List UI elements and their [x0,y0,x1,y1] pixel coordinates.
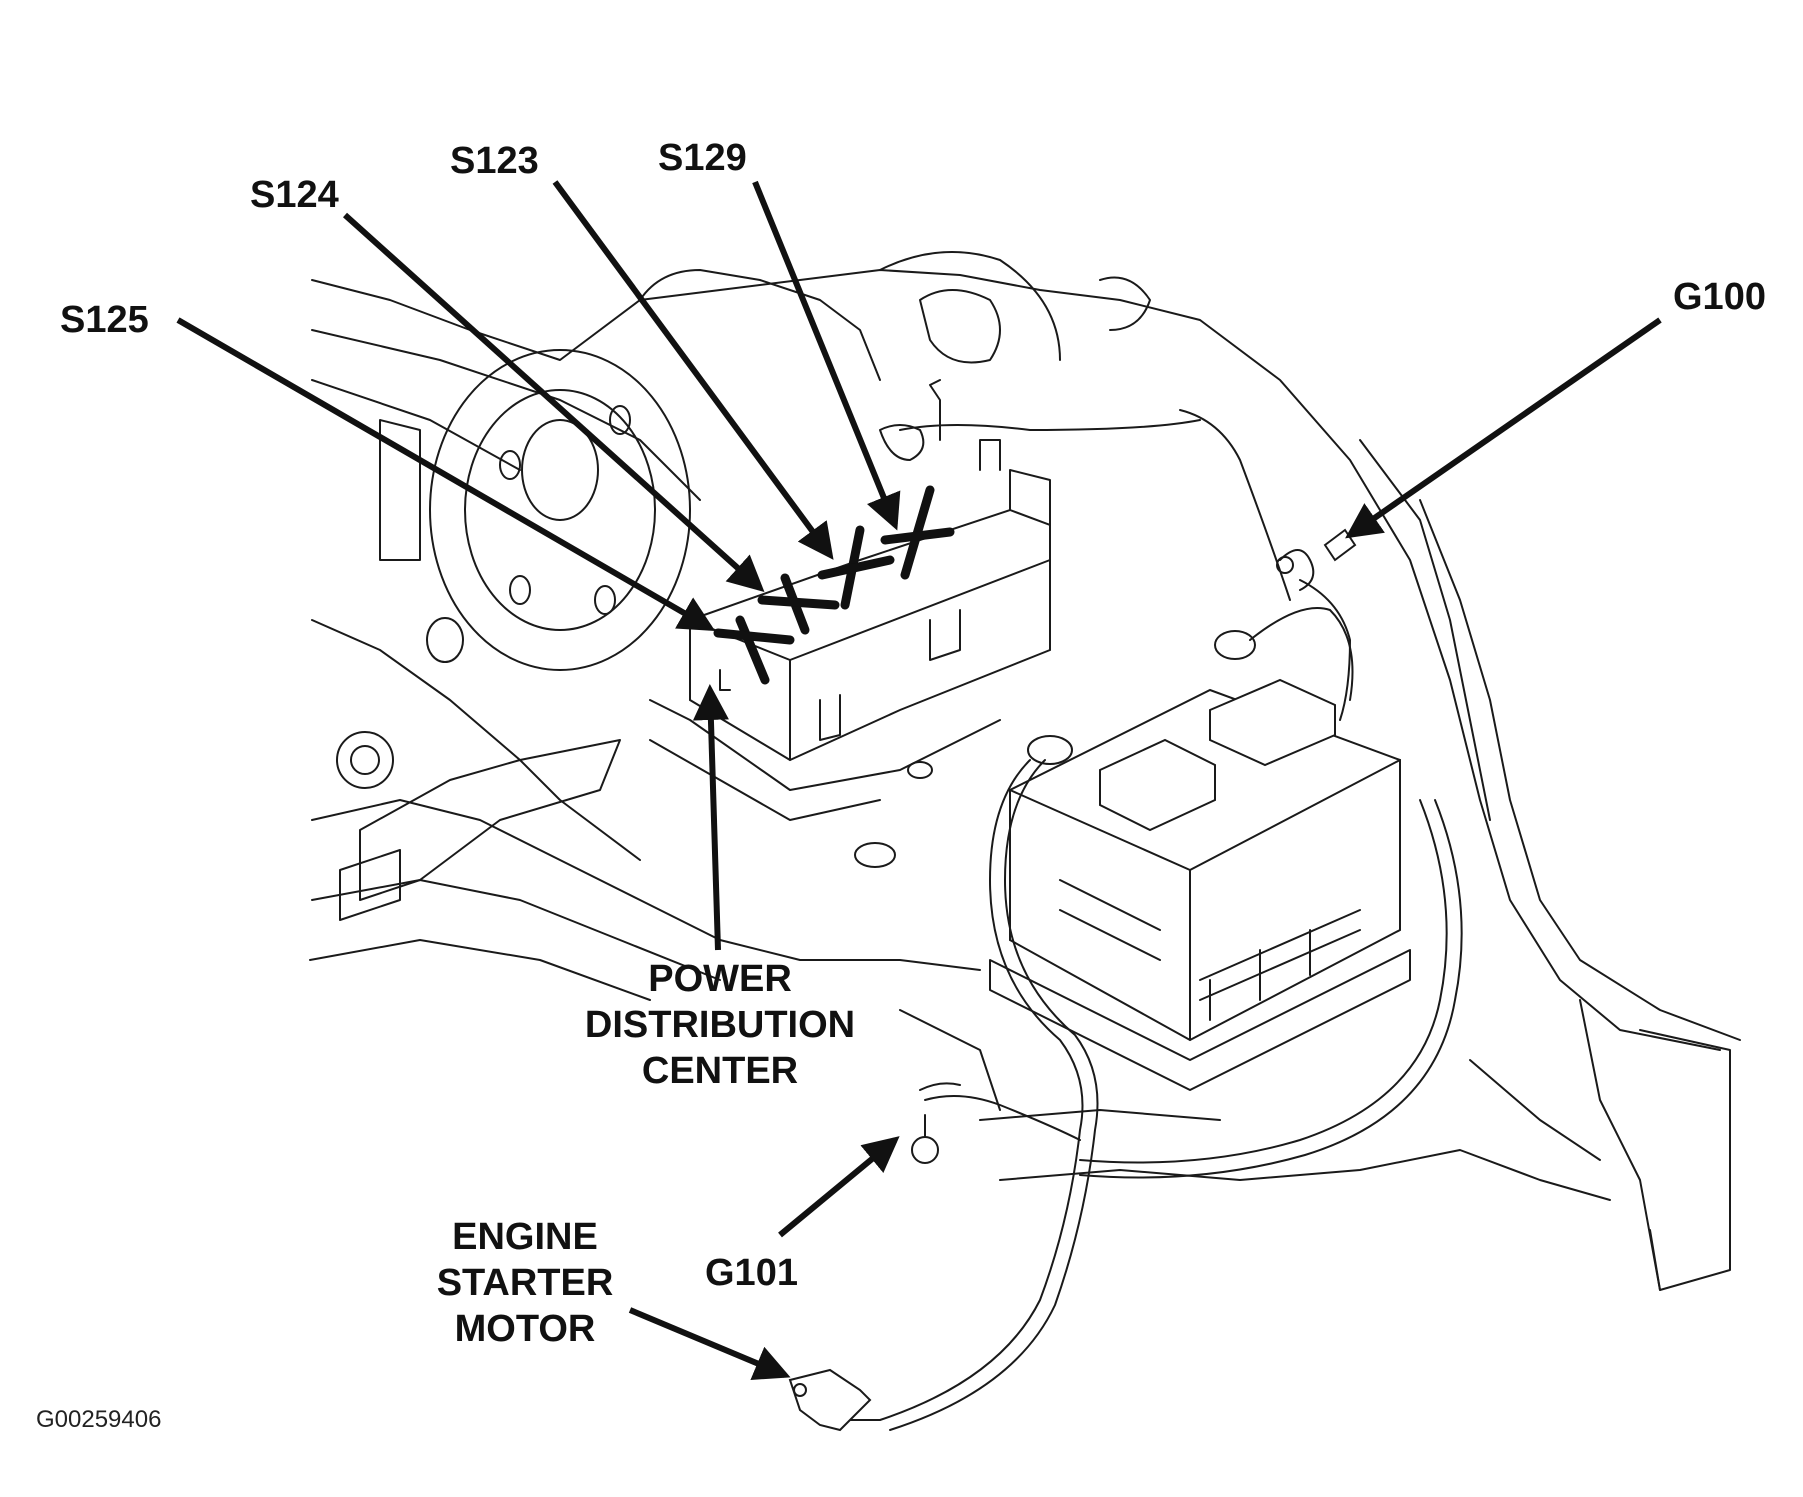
label-engine-starter-motor: ENGINE STARTER MOTOR [420,1214,630,1352]
leader-s125 [176,317,716,632]
label-s125: S125 [60,299,149,341]
splice-mark-s124b [757,595,840,610]
splice-mark-s125b [713,628,795,645]
label-g100: G100 [1673,276,1766,318]
figure-id: G00259406 [36,1406,162,1433]
label-s129: S129 [658,137,747,179]
leader-starter [628,1307,791,1380]
label-starter-line3: MOTOR [454,1308,596,1350]
pulley-flange [336,349,691,921]
power-distribution-center-box [649,379,1051,868]
splice-marks [713,485,955,685]
battery [989,630,1411,1091]
leader-g101 [778,1136,900,1238]
splice-mark-s125 [735,615,770,685]
engine-bay-structure [309,251,1741,1291]
label-starter-line2: STARTER [436,1262,614,1304]
label-s123: S123 [450,140,539,182]
leader-s129 [752,180,901,531]
label-power-distribution-center: POWER DISTRIBUTION CENTER [570,956,870,1094]
label-pdc-line1: POWER [648,958,792,1000]
g100-ground-bolt [1276,528,1357,574]
leader-pdc [692,684,729,951]
leader-g100 [1345,317,1662,539]
label-starter-line1: ENGINE [452,1216,598,1258]
leader-lines [176,180,1662,1380]
leader-s124 [342,212,765,593]
starter-bracket [788,1368,872,1432]
cables [849,409,1463,1431]
label-pdc-line3: CENTER [641,1050,799,1092]
label-pdc-line2: DISTRIBUTION [584,1004,856,1046]
splice-mark-s129b [880,527,955,545]
label-g101: G101 [705,1252,798,1294]
splice-mark-s123b [817,555,895,580]
label-s124: S124 [250,174,339,216]
leader-s123 [552,180,834,560]
